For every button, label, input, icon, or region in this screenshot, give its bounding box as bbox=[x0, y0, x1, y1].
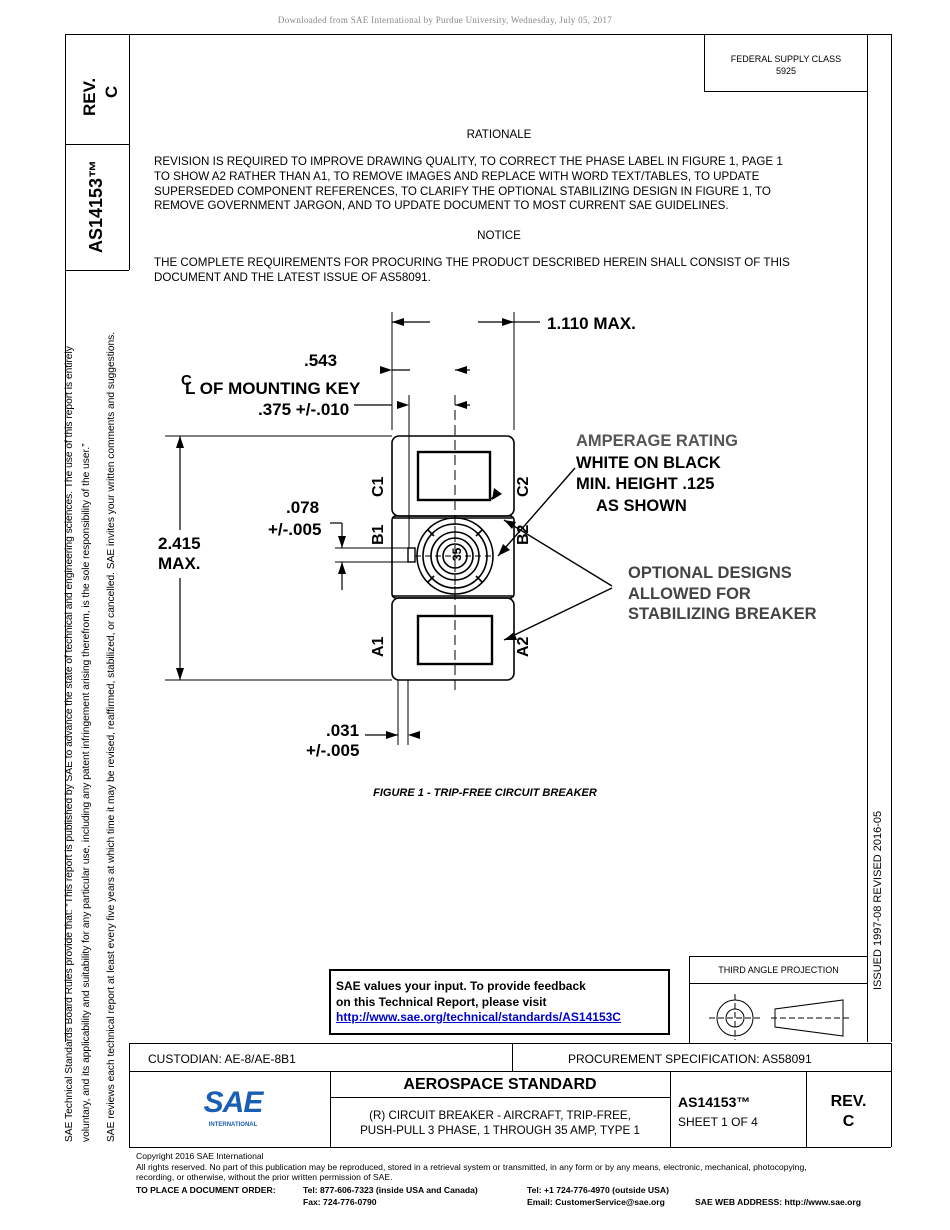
feedback-line-1: SAE values your input. To provide feedba… bbox=[336, 979, 586, 993]
amperage-line: AMPERAGE RATING bbox=[576, 432, 738, 450]
frame-left bbox=[65, 34, 66, 1042]
frame-top bbox=[65, 34, 891, 35]
dim-031: .031 bbox=[326, 721, 360, 740]
sae-logo-subtext: INTERNATIONAL bbox=[208, 1122, 258, 1128]
optional-designs-callout: OPTIONAL DESIGNS ALLOWED FOR STABILIZING… bbox=[628, 563, 817, 625]
title-block-left bbox=[129, 1043, 130, 1147]
frame-left-divider-2 bbox=[65, 270, 129, 271]
dim-031-tol: +/-.005 bbox=[306, 741, 360, 760]
frame-right-outer bbox=[891, 34, 892, 1042]
phase-label-b1: B1 bbox=[370, 524, 387, 545]
phase-label-c2: C2 bbox=[515, 476, 532, 497]
rationale-line: TO SHOW A2 RATHER THAN A1, TO REMOVE IMA… bbox=[154, 169, 760, 183]
procurement-spec-text: PROCUREMENT SPECIFICATION: AS58091 bbox=[568, 1052, 812, 1066]
title-line-2: PUSH-PULL 3 PHASE, 1 THROUGH 35 AMP, TYP… bbox=[360, 1124, 640, 1137]
federal-supply-class-box bbox=[704, 34, 868, 92]
rationale-line: REVISION IS REQUIRED TO IMPROVE DRAWING … bbox=[154, 155, 783, 168]
rationale-body: REVISION IS REQUIRED TO IMPROVE DRAWING … bbox=[154, 155, 854, 214]
frame-left-divider-1 bbox=[65, 144, 129, 145]
phase-label-a1: A1 bbox=[370, 636, 387, 657]
figure-drawing: 35 bbox=[165, 312, 613, 745]
order-email[interactable]: Email: CustomerService@sae.org bbox=[527, 1197, 665, 1207]
optional-line: OPTIONAL DESIGNS bbox=[628, 564, 792, 582]
projection-divider bbox=[689, 983, 868, 984]
rationale-line: REMOVE GOVERNMENT JARGON, AND TO UPDATE … bbox=[154, 199, 729, 213]
feedback-line-2: on this Technical Report, please visit bbox=[336, 995, 547, 1009]
title-block-bottom bbox=[129, 1147, 891, 1148]
footer: Copyright 2016 SAE International All rig… bbox=[136, 1151, 896, 1183]
title-block-rev-label: REV. bbox=[830, 1093, 867, 1110]
standard-type: AEROSPACE STANDARD bbox=[403, 1076, 597, 1093]
sheet-number: SHEET 1 OF 4 bbox=[678, 1115, 758, 1129]
amperage-line: AS SHOWN bbox=[596, 496, 687, 515]
optional-line: STABILIZING BREAKER bbox=[628, 605, 817, 623]
title-block-top bbox=[129, 1043, 891, 1044]
federal-supply-class-label: FEDERAL SUPPLY CLASS bbox=[730, 54, 842, 64]
title-line-1: (R) CIRCUIT BREAKER - AIRCRAFT, TRIP-FRE… bbox=[369, 1109, 631, 1122]
order-tel-intl: Tel: +1 724-776-4970 (outside USA) bbox=[527, 1185, 669, 1195]
issued-revised-dates: ISSUED 1997-08 REVISED 2016-05 bbox=[872, 810, 884, 990]
projection-label: THIRD ANGLE PROJECTION bbox=[718, 965, 839, 975]
dim-width: 1.110 MAX. bbox=[547, 314, 636, 333]
notice-body: THE COMPLETE REQUIREMENTS FOR PROCURING … bbox=[154, 256, 854, 286]
sae-logo: SAE INTERNATIONAL bbox=[198, 1086, 268, 1134]
knob-rating-text: 35 bbox=[450, 547, 464, 561]
sae-logo-text: SAE bbox=[203, 1086, 264, 1119]
title-block-split-logo bbox=[330, 1071, 331, 1147]
centerline-symbol: C bbox=[181, 372, 192, 389]
order-tel-usa: Tel: 877-606-7323 (inside USA and Canada… bbox=[303, 1185, 478, 1195]
title-block-rev-value: C bbox=[842, 1113, 855, 1130]
order-label: TO PLACE A DOCUMENT ORDER: bbox=[136, 1185, 276, 1195]
order-fax: Fax: 724-776-0790 bbox=[303, 1197, 377, 1207]
dim-height-value: 2.415 bbox=[158, 534, 201, 553]
dim-543: .543 bbox=[304, 351, 338, 370]
title-block-doc-number: AS14153™ bbox=[678, 1094, 751, 1110]
title-block-split-custodian bbox=[512, 1043, 513, 1071]
frame-right-inner bbox=[867, 34, 868, 1042]
custodian-text: CUSTODIAN: AE-8/AE-8B1 bbox=[148, 1052, 296, 1066]
third-angle-projection-icon bbox=[709, 994, 850, 1040]
figure-caption: FIGURE 1 - TRIP-FREE CIRCUIT BREAKER bbox=[373, 787, 597, 799]
footer-rights-2: recording, or otherwise, without the pri… bbox=[136, 1172, 393, 1183]
title-block-split-title bbox=[670, 1071, 671, 1147]
title-block-split-rev bbox=[806, 1071, 807, 1147]
amperage-line: WHITE ON BLACK bbox=[576, 453, 721, 472]
breaker-section-bot bbox=[391, 597, 515, 681]
amperage-callout: AMPERAGE RATING WHITE ON BLACK MIN. HEIG… bbox=[576, 431, 738, 517]
mounting-key-label: L OF MOUNTING KEY bbox=[185, 379, 361, 398]
footer-rights-1: All rights reserved. No part of this pub… bbox=[136, 1161, 807, 1172]
title-block-title-underline bbox=[330, 1097, 670, 1098]
amperage-window-top bbox=[416, 450, 492, 502]
phase-label-a2: A2 bbox=[515, 636, 532, 657]
rationale-line: SUPERSEDED COMPONENT REFERENCES, TO CLAR… bbox=[154, 184, 771, 198]
phase-label-c1: C1 bbox=[370, 476, 387, 497]
mounting-key bbox=[407, 547, 416, 563]
feedback-box: SAE values your input. To provide feedba… bbox=[329, 969, 670, 1035]
federal-supply-class-value: 5925 bbox=[775, 66, 797, 76]
dim-078: .078 bbox=[286, 498, 320, 517]
phase-label-b2: B2 bbox=[515, 524, 532, 545]
mounting-key-dim: .375 +/-.010 bbox=[258, 400, 350, 419]
amperage-line: MIN. HEIGHT .125 bbox=[576, 475, 715, 493]
notice-heading: NOTICE bbox=[477, 229, 521, 242]
title-block-row bbox=[129, 1071, 891, 1072]
title-block-right bbox=[891, 1043, 892, 1147]
feedback-link[interactable]: http://www.sae.org/technical/standards/A… bbox=[336, 1010, 621, 1024]
dim-height-max: MAX. bbox=[158, 554, 201, 573]
projection-box bbox=[689, 956, 868, 1043]
optional-line: ALLOWED FOR bbox=[628, 584, 751, 603]
breaker-section-top bbox=[391, 435, 515, 517]
amperage-window-bot bbox=[416, 614, 494, 666]
sae-web-address[interactable]: SAE WEB ADDRESS: http://www.sae.org bbox=[695, 1197, 861, 1207]
dim-078-tol: +/-.005 bbox=[268, 520, 322, 539]
notice-line: THE COMPLETE REQUIREMENTS FOR PROCURING … bbox=[154, 256, 790, 269]
notice-line: DOCUMENT AND THE LATEST ISSUE OF AS58091… bbox=[154, 270, 431, 284]
footer-copyright: Copyright 2016 SAE International bbox=[136, 1151, 264, 1161]
rationale-heading: RATIONALE bbox=[466, 128, 532, 141]
download-notice: Downloaded from SAE International by Pur… bbox=[277, 15, 613, 25]
frame-left-inner bbox=[129, 34, 130, 270]
